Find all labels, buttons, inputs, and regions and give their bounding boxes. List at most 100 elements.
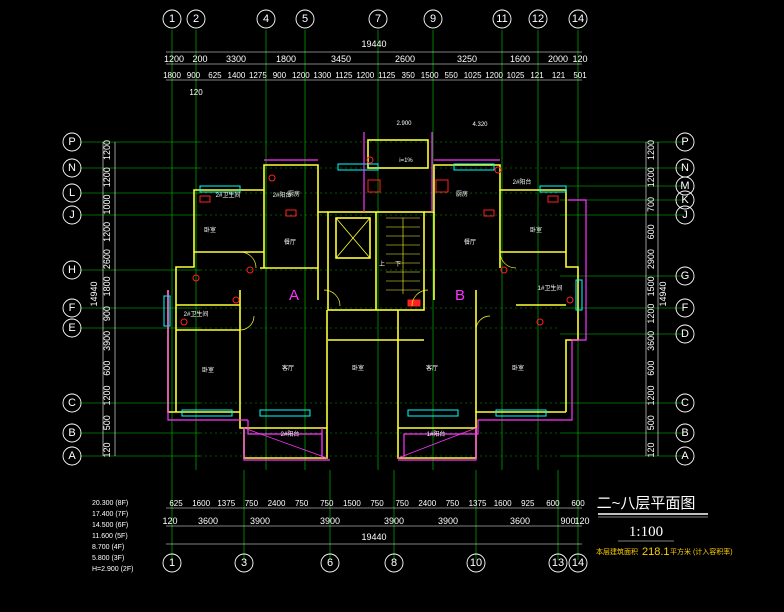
right-dim-9: 1200 xyxy=(646,385,656,405)
bottom-dim-6: 750 xyxy=(320,499,334,508)
side-dimension-lines xyxy=(102,142,659,456)
svg-text:G: G xyxy=(681,270,690,282)
axis-right-B: B xyxy=(675,423,695,443)
elevation-6: H=2.900 (2F) xyxy=(92,566,133,573)
elevation-0: 20.300 (8F) xyxy=(92,500,128,507)
bottom-dim-13: 1600 xyxy=(494,499,512,508)
level-note-1: 2.900 xyxy=(396,121,412,127)
room-balcony-right: 1#阳台 xyxy=(427,430,446,438)
bottom-total-dim: 19440 xyxy=(361,532,386,542)
top-dimension-lines xyxy=(166,51,582,81)
svg-text:9: 9 xyxy=(430,13,436,25)
svg-text:12: 12 xyxy=(532,13,544,25)
axis-top-11: 11 xyxy=(492,9,512,29)
drawing-title: 二~八层平面图 xyxy=(597,495,696,512)
left-dim-0: 1200 xyxy=(102,140,112,160)
right-total-dim: 14940 xyxy=(658,281,668,306)
axis-right-C: C xyxy=(675,393,695,413)
svg-text:1: 1 xyxy=(169,557,175,569)
axis-bottom-6: 6 xyxy=(320,553,340,573)
level-note-2: 4.320 xyxy=(472,122,488,128)
bottom-dim2-0: 120 xyxy=(162,516,177,526)
axis-top-12: 12 xyxy=(528,9,548,29)
axis-grid-lines xyxy=(80,30,684,560)
left-dim-7: 3900 xyxy=(102,331,112,351)
top-dim-0: 1200 xyxy=(164,54,184,64)
svg-text:J: J xyxy=(69,209,75,221)
room-bath-left: 2#卫生间 xyxy=(216,191,241,199)
bottom-dim-4: 2400 xyxy=(268,499,286,508)
svg-text:2: 2 xyxy=(193,13,199,25)
left-dim-3: 1200 xyxy=(102,222,112,242)
left-dim-11: 120 xyxy=(102,442,112,457)
top-dim-8: 2000 xyxy=(548,54,568,64)
area-value: 218.1 xyxy=(642,546,670,558)
bottom-dim-12: 1375 xyxy=(469,499,487,508)
left-dim-4: 2600 xyxy=(102,249,112,269)
axis-top-4: 4 xyxy=(256,9,276,29)
elevation-5: 5.800 (3F) xyxy=(92,555,124,562)
svg-text:J: J xyxy=(682,209,688,221)
bottom-dim-0: 625 xyxy=(169,499,183,508)
right-dim-4: 2900 xyxy=(646,249,656,269)
top-dim-7: 1600 xyxy=(510,54,530,64)
left-dim-9: 1200 xyxy=(102,385,112,405)
bottom-dim2-7: 900 xyxy=(560,516,575,526)
right-dim-2: 700 xyxy=(646,197,656,212)
room-balcony-left: 2#阳台 xyxy=(281,430,300,438)
top-dim2-5: 900 xyxy=(273,71,287,80)
top-dim2-2: 625 xyxy=(208,71,222,80)
svg-text:H: H xyxy=(68,264,76,276)
axis-bottom-1: 1 xyxy=(162,553,182,573)
room-labels: 卧室 餐厅 厨房 2#卫生间 2#卫生间 卧室 客厅 卧室 客厅 卧室 卧室 餐… xyxy=(184,121,563,438)
unit-a-mark: A xyxy=(289,287,299,304)
top-dim-4: 3450 xyxy=(331,54,351,64)
svg-text:4: 4 xyxy=(263,13,269,25)
room-bath-right: 1#卫生间 xyxy=(538,284,563,292)
svg-text:N: N xyxy=(681,162,689,174)
top-dim-1: 200 xyxy=(192,54,207,64)
axis-right-F: F xyxy=(675,298,695,318)
top-dim2-11: 350 xyxy=(402,71,416,80)
svg-text:A: A xyxy=(68,450,76,462)
room-bedroom-se: 卧室 xyxy=(512,364,524,372)
room-balcony-ne: 2#阳台 xyxy=(513,178,532,186)
svg-text:8: 8 xyxy=(391,557,397,569)
elevation-table: 20.300 (8F)17.400 (7F)14.500 (6F)11.600 … xyxy=(92,500,133,573)
drawing-scale: 1:100 xyxy=(629,524,663,540)
svg-text:3: 3 xyxy=(241,557,247,569)
top-dim2-13: 550 xyxy=(444,71,458,80)
svg-text:D: D xyxy=(681,328,689,340)
room-living-left: 客厅 xyxy=(282,364,294,372)
top-dim2-8: 1125 xyxy=(335,71,353,80)
room-kitchen-right: 厨房 xyxy=(456,190,468,198)
axis-left-E: E xyxy=(62,318,82,338)
room-bedroom-ne: 卧室 xyxy=(530,226,542,234)
top-dim2-18: 121 xyxy=(552,71,566,80)
axis-right-M: M xyxy=(675,176,695,196)
svg-text:6: 6 xyxy=(327,557,333,569)
top-dim2-0: 1800 xyxy=(163,71,181,80)
right-dim-5: 1500 xyxy=(646,276,656,296)
svg-text:A: A xyxy=(681,450,689,462)
bottom-dim2-8: 120 xyxy=(574,516,589,526)
svg-text:B: B xyxy=(681,427,688,439)
right-dim-7: 3600 xyxy=(646,331,656,351)
room-bedroom-mid: 卧室 xyxy=(352,364,364,372)
top-dim2-15: 1200 xyxy=(485,71,503,80)
top-dim2-9: 1200 xyxy=(356,71,374,80)
svg-text:N: N xyxy=(68,162,76,174)
axis-bottom-3: 3 xyxy=(234,553,254,573)
left-dim-6: 900 xyxy=(102,306,112,321)
svg-text:14: 14 xyxy=(572,13,584,25)
svg-text:C: C xyxy=(68,397,76,409)
door-swings xyxy=(239,251,517,331)
top-dim2-6: 1200 xyxy=(292,71,310,80)
room-dining-right: 餐厅 xyxy=(464,238,476,246)
